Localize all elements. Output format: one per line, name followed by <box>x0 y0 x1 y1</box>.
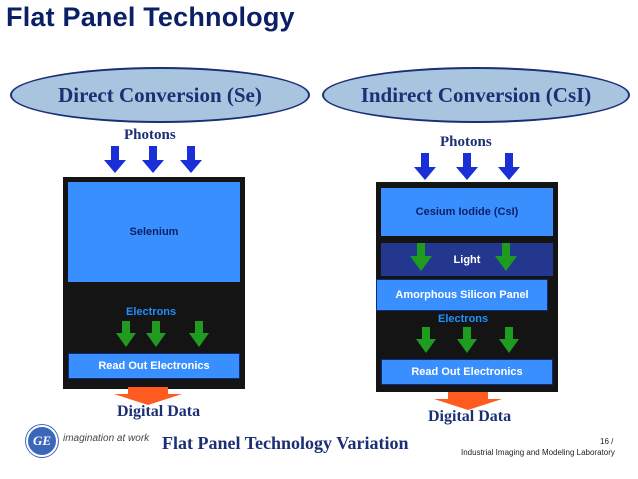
ge-tagline: imagination at work <box>63 433 150 444</box>
electron-arrow-icon <box>499 327 519 353</box>
ge-logo-text: GE <box>32 433 52 448</box>
right-readout-electronics: Read Out Electronics <box>381 359 553 385</box>
right-electron-arrows <box>416 327 519 353</box>
light-label: Light <box>453 253 481 266</box>
footer-title: Flat Panel Technology Variation <box>162 433 409 453</box>
direct-conversion-label: Direct Conversion (Se) <box>58 82 262 107</box>
page-number: 16 / <box>600 437 614 446</box>
photon-arrow-icon <box>456 153 478 180</box>
right-readout-label: Read Out Electronics <box>411 366 523 378</box>
ge-logo: GE <box>26 425 58 457</box>
lab-name: Industrial Imaging and Modeling Laborato… <box>461 448 615 457</box>
photon-arrow-icon <box>498 153 520 180</box>
left-output-arrow-icon <box>114 387 182 405</box>
light-arrow-icon <box>495 243 517 271</box>
amorphous-silicon-panel: Amorphous Silicon Panel <box>376 279 548 311</box>
left-readout-electronics: Read Out Electronics <box>68 353 240 379</box>
right-output-arrow-icon <box>434 392 502 410</box>
light-arrow-icon <box>410 243 432 271</box>
right-digital-data-label: Digital Data <box>428 408 512 425</box>
right-photon-arrows <box>414 153 520 180</box>
electron-arrow-icon <box>457 327 477 353</box>
slide-title: Flat Panel Technology <box>6 2 295 32</box>
photon-arrow-icon <box>414 153 436 180</box>
cesium-iodide-layer: Cesium Iodide (CsI) <box>381 188 553 236</box>
selenium-layer: Selenium <box>68 182 240 282</box>
left-electron-arrows <box>116 321 209 347</box>
light-band: Light <box>381 243 553 276</box>
right-photons-label: Photons <box>440 134 492 150</box>
cesium-iodide-label: Cesium Iodide (CsI) <box>415 206 519 218</box>
indirect-conversion-label: Indirect Conversion (CsI) <box>360 82 592 107</box>
electron-arrow-icon <box>189 321 209 347</box>
indirect-conversion-heading: Indirect Conversion (CsI) <box>322 67 630 123</box>
left-readout-label: Read Out Electronics <box>98 360 210 372</box>
photon-arrow-icon <box>104 146 126 173</box>
left-digital-data-label: Digital Data <box>117 403 201 420</box>
photon-arrow-icon <box>180 146 202 173</box>
direct-conversion-heading: Direct Conversion (Se) <box>10 67 310 123</box>
electron-arrow-icon <box>116 321 136 347</box>
selenium-label: Selenium <box>129 226 179 238</box>
electron-arrow-icon <box>146 321 166 347</box>
photon-arrow-icon <box>142 146 164 173</box>
left-electrons-label: Electrons <box>126 306 177 318</box>
right-electrons-label: Electrons <box>438 313 489 325</box>
light-arrows <box>410 243 517 271</box>
left-photons-label: Photons <box>124 127 176 143</box>
left-photon-arrows <box>104 146 202 173</box>
amorphous-silicon-label: Amorphous Silicon Panel <box>395 289 529 301</box>
electron-arrow-icon <box>416 327 436 353</box>
